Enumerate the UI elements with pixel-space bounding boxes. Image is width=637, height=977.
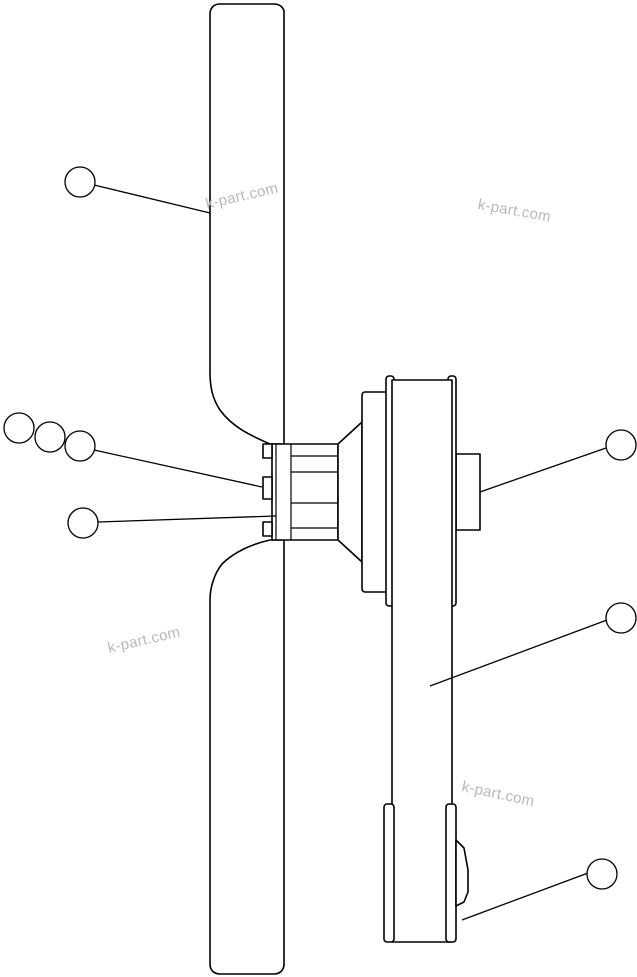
callout-spacer[interactable]: [67, 507, 99, 539]
callout-pulley-hub[interactable]: [605, 429, 637, 461]
fan-belt: [391, 379, 453, 943]
callout-fan-belt[interactable]: [605, 602, 637, 634]
spacer: [271, 443, 339, 541]
callout-upper-fan-blade[interactable]: [64, 166, 96, 198]
callout-bolt-1[interactable]: [3, 412, 35, 444]
leader-spacer: [97, 515, 277, 523]
bolt-head-2: [262, 476, 273, 500]
callout-drive-pulley[interactable]: [586, 858, 618, 890]
bolt-head-3: [262, 521, 273, 537]
pulley-cone: [337, 421, 363, 563]
drive-pulley: [383, 803, 469, 943]
callout-bolt-3[interactable]: [64, 430, 96, 462]
leader-upper-fan-blade: [93, 184, 211, 214]
bolt-head-1: [262, 443, 273, 459]
pulley-nose: [455, 453, 481, 531]
lower-fan-blade: [209, 539, 285, 975]
drive-pulley-rim-right: [445, 803, 457, 943]
belt-body: [391, 379, 453, 943]
drive-pulley-hub: [455, 839, 469, 907]
callout-bolt-2[interactable]: [34, 421, 66, 453]
leader-pulley-hub: [479, 447, 607, 493]
leader-fan-belt: [429, 619, 608, 687]
leader-drive-pulley: [461, 872, 589, 921]
callouts: [3, 166, 637, 890]
drive-pulley-rim-left: [383, 803, 395, 943]
leader-lines: [93, 184, 608, 921]
pulley-flange: [361, 391, 389, 593]
fan-blade: [209, 3, 285, 975]
upper-fan-blade: [209, 3, 285, 445]
leader-bolt: [93, 449, 263, 488]
